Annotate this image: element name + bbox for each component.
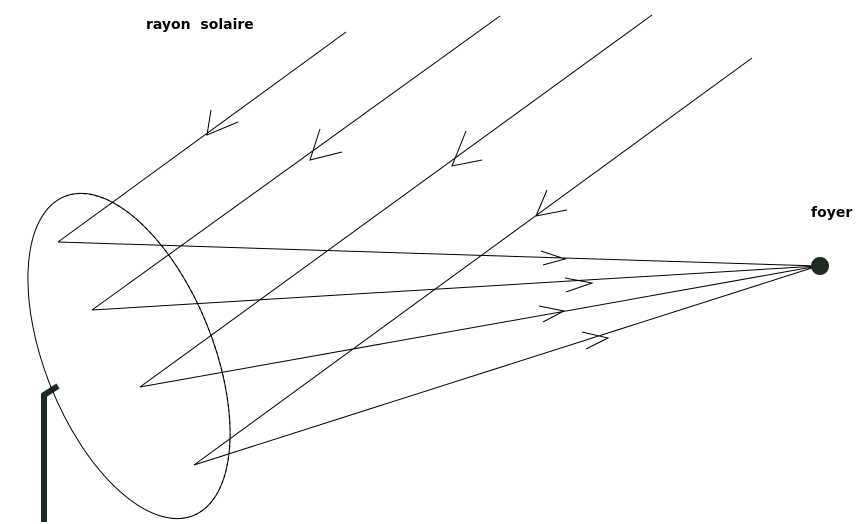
mirror-stand <box>44 386 58 522</box>
incident-ray <box>58 32 346 242</box>
reflected-arrows <box>539 251 608 349</box>
parabolic-dish <box>0 165 271 524</box>
reflected-ray <box>140 266 818 387</box>
incident-ray <box>92 16 500 310</box>
reflected-ray <box>194 266 818 465</box>
reflected-rays <box>58 242 818 465</box>
incident-arrowhead <box>452 131 482 166</box>
dish-back-rim <box>0 165 271 524</box>
reflected-ray <box>92 266 818 310</box>
focus-point <box>811 257 829 275</box>
reflected-ray <box>58 242 818 266</box>
incident-arrows <box>207 110 567 216</box>
incident-ray <box>140 15 652 387</box>
